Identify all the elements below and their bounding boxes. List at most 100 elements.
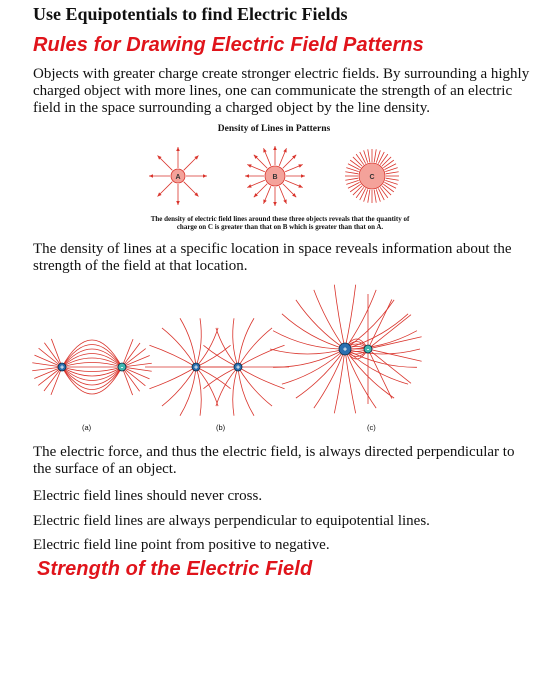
charge-sign: - bbox=[121, 365, 124, 372]
arrowhead bbox=[292, 193, 297, 198]
arrowhead bbox=[283, 199, 287, 204]
density-paragraph: The density of lines at a specific locat… bbox=[33, 241, 512, 274]
charge-label: C bbox=[369, 174, 374, 181]
field-line bbox=[61, 366, 123, 377]
field-line bbox=[384, 163, 397, 171]
field-line bbox=[333, 348, 346, 414]
arrowhead bbox=[263, 199, 267, 204]
field-line bbox=[349, 183, 361, 193]
field-line bbox=[367, 348, 412, 384]
arrowhead bbox=[263, 148, 267, 153]
field-line bbox=[344, 348, 395, 399]
field-line bbox=[121, 338, 134, 368]
charge-sign: + bbox=[60, 365, 64, 372]
field-line bbox=[344, 348, 421, 355]
arrowhead bbox=[194, 192, 199, 197]
field-line bbox=[375, 150, 381, 163]
arrowhead bbox=[292, 154, 297, 159]
field-line bbox=[61, 339, 123, 368]
charge-body bbox=[264, 165, 286, 187]
field-line bbox=[359, 188, 367, 201]
field-line bbox=[121, 366, 146, 387]
arrowhead bbox=[157, 155, 162, 160]
field-line bbox=[385, 179, 398, 185]
strength-heading: Strength of the Electric Field bbox=[37, 558, 313, 580]
arrowhead bbox=[301, 174, 305, 178]
field-line bbox=[121, 366, 152, 372]
field-line bbox=[61, 366, 123, 381]
direction-paragraph: Electric field line point from positive … bbox=[33, 537, 330, 553]
charge-sign: - bbox=[367, 347, 370, 354]
field-line bbox=[61, 366, 123, 390]
field-line bbox=[333, 284, 346, 350]
arrowhead bbox=[273, 146, 277, 150]
field-line bbox=[379, 153, 389, 165]
charge-body bbox=[358, 162, 386, 190]
field-line bbox=[373, 149, 377, 163]
field-line bbox=[346, 167, 359, 173]
field-line bbox=[367, 348, 422, 362]
positive-charge bbox=[338, 342, 352, 356]
page-title: Use Equipotentials to find Electric Fiel… bbox=[33, 4, 348, 24]
panel-label-b: (b) bbox=[216, 423, 226, 432]
field-line bbox=[313, 348, 346, 409]
field-line bbox=[385, 167, 398, 173]
charge-sign: + bbox=[236, 365, 240, 372]
field-line bbox=[237, 366, 273, 407]
positive-charge bbox=[233, 362, 243, 372]
field-line bbox=[346, 179, 359, 185]
field-line bbox=[349, 159, 361, 169]
negative-charge bbox=[363, 344, 373, 354]
intro-paragraph: Objects with greater charge create stron… bbox=[33, 66, 530, 116]
field-line bbox=[61, 348, 123, 368]
field-line bbox=[38, 347, 63, 368]
field-line bbox=[121, 366, 140, 392]
field-line bbox=[345, 171, 359, 175]
field-line bbox=[367, 189, 371, 203]
arrowhead bbox=[203, 174, 207, 178]
field-line bbox=[375, 189, 381, 202]
arrowhead bbox=[247, 164, 252, 168]
field-line bbox=[363, 150, 369, 163]
field-line bbox=[121, 355, 150, 368]
field-line bbox=[352, 185, 363, 196]
figure1-caption: The density of electric field lines arou… bbox=[150, 215, 410, 231]
charge-group-b: B bbox=[245, 146, 305, 206]
field-line bbox=[195, 366, 202, 416]
field-line bbox=[345, 177, 359, 181]
never-cross-paragraph: Electric field lines should never cross. bbox=[33, 488, 263, 504]
dipole-pattern: +- bbox=[32, 338, 152, 396]
negative-charge bbox=[117, 362, 127, 372]
charge-label: B bbox=[272, 174, 277, 181]
arrowhead bbox=[176, 147, 180, 151]
field-line bbox=[61, 366, 123, 386]
arrowhead bbox=[245, 174, 249, 178]
field-line bbox=[344, 348, 417, 368]
field-line bbox=[195, 318, 202, 368]
field-line bbox=[121, 348, 146, 368]
charge-label: A bbox=[175, 174, 180, 181]
field-line bbox=[367, 314, 412, 350]
field-line bbox=[355, 153, 365, 165]
field-line bbox=[121, 366, 133, 396]
field-line bbox=[355, 187, 365, 199]
field-line bbox=[121, 362, 152, 368]
arrowhead bbox=[253, 154, 258, 159]
field-line bbox=[377, 188, 385, 201]
field-line bbox=[34, 366, 63, 379]
field-line bbox=[313, 289, 346, 350]
field-line bbox=[377, 151, 385, 164]
field-line bbox=[61, 357, 123, 368]
field-line bbox=[347, 163, 360, 171]
field-line bbox=[32, 362, 63, 368]
field-line bbox=[61, 353, 123, 368]
positive-charge bbox=[57, 362, 67, 372]
field-line bbox=[269, 348, 346, 355]
field-line bbox=[383, 159, 395, 169]
field-line bbox=[381, 156, 392, 167]
figure1-title: Density of Lines in Patterns bbox=[217, 124, 331, 134]
field-line bbox=[161, 366, 197, 407]
field-line bbox=[352, 156, 363, 167]
field-line bbox=[121, 366, 150, 380]
